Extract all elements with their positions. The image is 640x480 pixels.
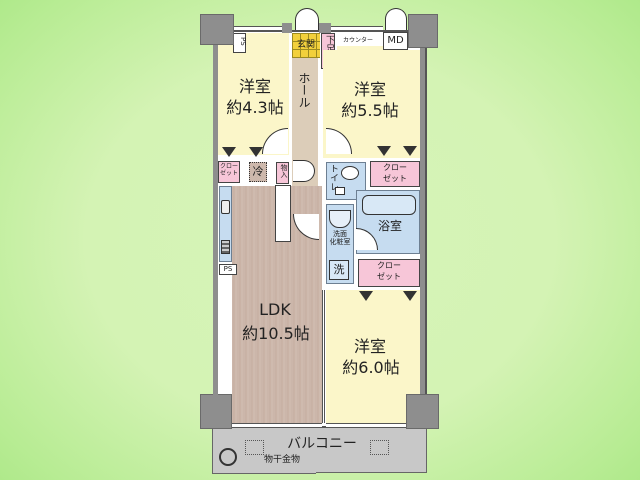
western-room-1-size: 約4.3帖: [226, 98, 284, 117]
closet-upper: [370, 161, 420, 187]
toilet-bowl-icon: [341, 166, 359, 180]
column-top-left: [200, 14, 234, 45]
storage-label: 物入: [280, 164, 288, 178]
column-bottom-right: [406, 394, 439, 429]
western-room-3: [326, 290, 420, 423]
closet-door-marker: [377, 146, 391, 156]
pipe-space-top-label: PS: [239, 37, 247, 46]
entrance-door[interactable]: [295, 8, 319, 30]
washer-space: [329, 260, 349, 280]
western-room-3-name: 洋室: [353, 337, 386, 356]
window-top-right: [331, 26, 383, 31]
closet-lower-label: クロー ゼット: [377, 261, 401, 281]
window-bottom-left: [232, 423, 322, 428]
drain-icon: [219, 448, 237, 466]
sliding-partition[interactable]: [322, 290, 325, 423]
ldk-partition: [275, 185, 291, 242]
window-top-left: [234, 26, 282, 31]
hall: [292, 58, 318, 208]
hanger-hook-left-icon: [245, 440, 264, 455]
western-room-1-name: 洋室: [238, 77, 271, 96]
column-top-right: [408, 14, 438, 48]
sink-icon: [221, 200, 230, 214]
washroom-label: 洗面 化粧室: [329, 230, 351, 247]
balcony-label: バルコニー: [287, 436, 357, 452]
closet-lower: [358, 259, 420, 287]
wall-top-center-2: [319, 23, 331, 33]
counter-label: カウンター: [342, 37, 373, 44]
hall-door[interactable]: [293, 160, 315, 182]
ldk-name: LDK: [259, 300, 291, 319]
meter-box-label: MD: [387, 35, 404, 46]
washer-label: 洗: [333, 263, 345, 276]
storage: [276, 162, 289, 184]
closet-door-marker: [222, 147, 236, 157]
stove-icon: [221, 240, 230, 254]
meter-box: [383, 32, 408, 50]
closet-ldk-label: クロー ゼット: [219, 163, 238, 178]
entrance-label: 玄関: [296, 40, 315, 50]
hanger-hook-right-icon: [370, 440, 389, 455]
wall-left: [213, 45, 218, 395]
closet-door-marker: [249, 147, 263, 157]
pipe-space-kitchen: [219, 264, 237, 275]
wash-basin-icon: [329, 210, 351, 228]
window-bottom-right: [326, 423, 406, 428]
shoe-storage-label: 下足入: [324, 35, 334, 62]
hall-label: ホール: [297, 72, 311, 108]
toilet-label: トイレ: [328, 164, 338, 191]
meter-box-door[interactable]: [385, 8, 407, 30]
fridge-space: [249, 162, 267, 182]
closet-ldk: [218, 161, 240, 183]
balcony-notch: [212, 461, 316, 474]
western-room-2-top: [337, 46, 383, 52]
fridge-label: 冷: [252, 165, 264, 178]
bathroom-label: 浴室: [377, 219, 402, 233]
column-bottom-left: [200, 394, 232, 429]
wall-right: [420, 48, 425, 394]
laundry-hanger-label: 物干金物: [263, 455, 300, 465]
closet-door-marker: [359, 291, 373, 301]
western-room-3-size: 約6.0帖: [342, 358, 400, 377]
closet-upper-label: クロー ゼット: [383, 163, 407, 183]
toilet-sink-icon: [335, 187, 345, 195]
western-room-2-name: 洋室: [353, 80, 386, 99]
pipe-space-kitchen-label: PS: [223, 265, 233, 273]
closet-door-marker: [403, 146, 417, 156]
wall-top-center: [282, 23, 292, 33]
bathtub-icon: [362, 195, 416, 215]
closet-door-marker: [403, 291, 417, 301]
entrance: [292, 33, 320, 58]
ldk-size: 約10.5帖: [242, 324, 310, 343]
western-room-2-size: 約5.5帖: [341, 101, 399, 120]
